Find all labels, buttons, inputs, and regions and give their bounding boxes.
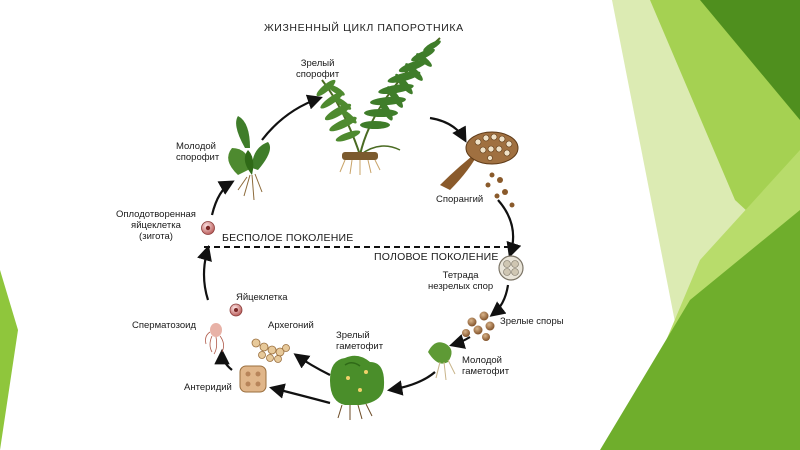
label-spermatozoid: Сперматозоид [132, 320, 196, 331]
label-egg: Яйцеклетка [236, 292, 288, 303]
label-young-gametophyte: Молодой гаметофит [462, 355, 509, 377]
mature-spores-illustration [462, 312, 495, 342]
arrow-young-to-mature-sporophyte [262, 98, 320, 140]
label-young-sporophyte: Молодой спорофит [176, 141, 219, 163]
arrow-gametophyte-to-archegonium [296, 355, 330, 375]
label-sporangium: Спорангий [436, 194, 483, 205]
label-sexual-generation: ПОЛОВОЕ ПОКОЛЕНИЕ [374, 252, 499, 263]
label-zygote: Оплодотворенная яйцеклетка (зигота) [116, 209, 196, 242]
young-sporophyte-illustration [228, 116, 270, 200]
archegonium-illustration [252, 339, 290, 363]
arrow-young-to-mature-gametophyte [390, 372, 435, 390]
label-mature-gametophyte: Зрелый гаметофит [336, 330, 383, 352]
arrow-sporophyte-to-sporangium [430, 118, 465, 140]
egg-illustration [230, 304, 242, 316]
label-archegonium: Архегоний [268, 320, 314, 331]
diagram-title: ЖИЗНЕННЫЙ ЦИКЛ ПАПОРОТНИКА [264, 22, 464, 34]
arrow-zygote-to-young-sporophyte [212, 182, 232, 215]
tetrad-illustration [499, 256, 523, 280]
label-mature-sporophyte: Зрелый спорофит [296, 58, 339, 80]
label-antheridium: Антеридий [184, 382, 232, 393]
label-tetrad: Тетрада незрелых спор [428, 270, 493, 292]
arrow-spores-to-young-gametophyte [452, 337, 470, 345]
deco-shape-left-edge [0, 270, 18, 450]
arrow-gametophyte-to-antheridium [272, 388, 330, 403]
zygote-illustration [202, 222, 215, 235]
arrow-antheridium-to-spermatozoid [222, 352, 232, 370]
arrow-spermatozoid-to-zygote [204, 248, 208, 300]
antheridium-illustration [240, 366, 266, 392]
spermatozoid-illustration [206, 323, 224, 354]
arrow-tetrad-to-spores [492, 285, 508, 315]
label-mature-spores: Зрелые споры [500, 316, 564, 327]
mature-gametophyte-illustration [330, 356, 384, 420]
label-asexual-generation: БЕСПОЛОЕ ПОКОЛЕНИЕ [222, 233, 353, 244]
